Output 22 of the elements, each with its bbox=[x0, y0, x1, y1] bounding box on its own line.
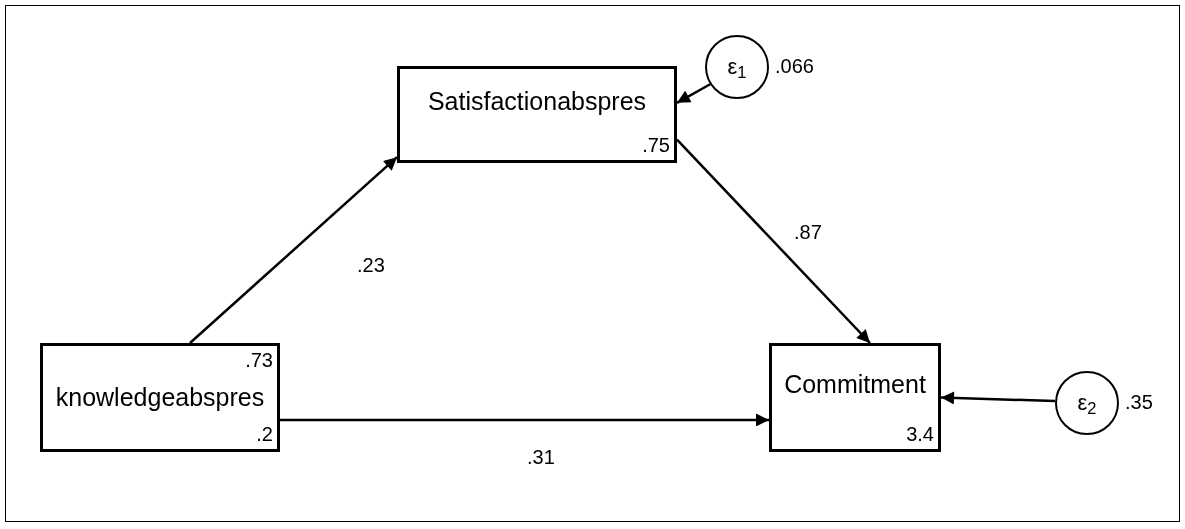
variable-name: knowledgeabspres bbox=[54, 381, 266, 413]
variable-box bbox=[397, 66, 677, 163]
variable-box bbox=[40, 343, 280, 452]
estimate-value: .75 bbox=[642, 133, 670, 158]
arrow bbox=[676, 83, 711, 104]
edge-label: .31 bbox=[525, 447, 557, 467]
error-term-label: ε$_{1}$ bbox=[727, 56, 747, 78]
arrow bbox=[280, 413, 769, 427]
estimate-value: 3.4 bbox=[906, 422, 934, 447]
variance-value: .066 bbox=[775, 56, 814, 76]
variable-name: Satisfactionabspres bbox=[426, 86, 648, 118]
variable-box bbox=[769, 343, 941, 452]
arrow bbox=[940, 391, 1056, 405]
estimate-value: .2 bbox=[256, 422, 273, 447]
error-term-label: ε$_{2}$ bbox=[1077, 392, 1097, 414]
arrow bbox=[189, 156, 398, 344]
variance-value: .35 bbox=[1125, 392, 1153, 412]
edge-label: .87 bbox=[792, 222, 824, 242]
arrow bbox=[676, 138, 871, 344]
variable-name: Commitment bbox=[783, 369, 927, 401]
estimate-value: .73 bbox=[245, 348, 273, 373]
edge-label: .23 bbox=[355, 255, 387, 275]
